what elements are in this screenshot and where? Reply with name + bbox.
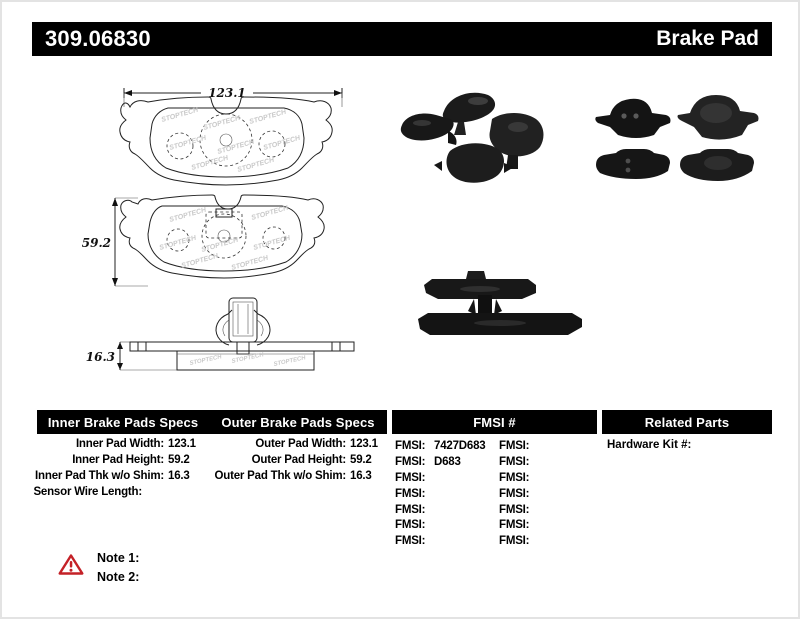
fmsi-row: FMSI:D683 <box>395 455 461 468</box>
svg-text:STOPTECH: STOPTECH <box>249 108 288 125</box>
fmsi-column-right: FMSI: FMSI: FMSI: FMSI: FMSI: FMSI: FMSI… <box>499 439 538 550</box>
spec-row: Sensor Wire Length: <box>33 486 142 498</box>
note-1-label: Note 1: <box>97 551 140 565</box>
spec-row: Inner Pad Height: 59.2 <box>72 454 190 466</box>
fmsi-row: FMSI: <box>395 503 426 516</box>
svg-text:STOPTECH: STOPTECH <box>159 234 198 251</box>
inner-specs-column: Inner Pad Width: 123.1 Inner Pad Height:… <box>30 436 208 500</box>
svg-text:STOPTECH: STOPTECH <box>203 114 242 131</box>
svg-text:STOPTECH: STOPTECH <box>263 134 302 151</box>
watermark-texture: STOPTECH STOPTECH STOPTECH STOPTECH STOP… <box>161 106 302 173</box>
backing-plate-edge <box>129 341 355 352</box>
fmsi-row: FMSI: <box>499 535 530 548</box>
pad-front-view-drawing: 123.1 STOPTECH STOPTECH STOPTECH STOPTEC… <box>119 86 343 186</box>
svg-text:STOPTECH: STOPTECH <box>169 206 208 223</box>
related-parts-column: Hardware Kit #: <box>607 439 691 451</box>
spec-row: Inner Pad Thk w/o Shim: 16.3 <box>35 470 190 482</box>
wear-sensor <box>215 297 271 355</box>
friction-material-edge: STOPTECH STOPTECH STOPTECH <box>176 350 315 371</box>
svg-text:STOPTECH: STOPTECH <box>201 236 240 253</box>
column-header-outer-specs: Outer Brake Pads Specs <box>209 410 387 434</box>
part-number: 309.06830 <box>45 26 151 51</box>
column-header-fmsi: FMSI # <box>392 410 597 434</box>
brake-pads-edge-photo <box>418 271 582 335</box>
outer-specs-column: Outer Pad Width: 123.1 Outer Pad Height:… <box>212 436 390 484</box>
spec-row: Outer Pad Width: 123.1 <box>255 438 378 450</box>
svg-text:STOPTECH: STOPTECH <box>217 138 256 155</box>
pad-edge-sensor-drawing: 16.3 STOPTECH STOPTECH STOPTECH <box>86 297 355 371</box>
svg-text:STOPTECH: STOPTECH <box>253 234 292 251</box>
warning-triangle-icon <box>58 554 84 575</box>
thickness-dimension: 16.3 <box>86 341 177 371</box>
fmsi-row: FMSI: <box>499 487 530 500</box>
fmsi-row: FMSI: <box>499 440 530 452</box>
brake-pads-photo-set <box>595 95 759 181</box>
note-2-label: Note 2: <box>97 570 140 584</box>
svg-text:STOPTECH: STOPTECH <box>181 252 220 269</box>
product-type-title: Brake Pad <box>656 27 759 50</box>
fmsi-row: FMSI: <box>499 519 530 532</box>
hardware-kit-label: Hardware Kit #: <box>607 439 692 451</box>
fmsi-row: FMSI:7427D683 <box>395 440 486 452</box>
spec-row: Outer Pad Thk w/o Shim: 16.3 <box>214 470 372 482</box>
svg-text:STOPTECH: STOPTECH <box>251 204 290 221</box>
spec-row: Inner Pad Width: 123.1 <box>75 438 196 450</box>
pad-outline <box>119 194 325 279</box>
dim-thickness-label: 16.3 <box>86 350 115 364</box>
height-dimension: 59.2 <box>82 197 148 287</box>
fmsi-row: FMSI: <box>499 503 530 516</box>
svg-text:STOPTECH: STOPTECH <box>273 355 307 368</box>
fmsi-row: FMSI: <box>499 471 530 484</box>
fmsi-row: FMSI: <box>395 487 426 500</box>
svg-text:STOPTECH: STOPTECH <box>189 354 223 367</box>
width-dimension: 123.1 <box>123 86 343 107</box>
column-header-inner-specs: Inner Brake Pads Specs <box>37 410 209 434</box>
fmsi-row: FMSI: <box>395 471 426 484</box>
svg-text:STOPTECH: STOPTECH <box>191 154 230 171</box>
dim-width-label: 123.1 <box>208 86 246 100</box>
svg-text:STOPTECH: STOPTECH <box>169 134 208 151</box>
svg-text:STOPTECH: STOPTECH <box>161 106 200 123</box>
brake-pads-photo-angled <box>400 92 544 183</box>
pad-outline <box>119 96 333 186</box>
fmsi-row: FMSI: <box>499 455 530 468</box>
fmsi-row: FMSI: <box>395 519 426 532</box>
spec-row: Outer Pad Height: 59.2 <box>251 454 372 466</box>
column-header-related-parts: Related Parts <box>602 410 772 434</box>
fmsi-column-left: FMSI:7427D683 FMSI:D683 FMSI: FMSI: FMSI… <box>395 439 486 550</box>
pad-height-view-drawing: 59.2 STOPTECH STOPTECH STOPTECH STOPTECH… <box>82 194 325 287</box>
dim-height-label: 59.2 <box>82 236 111 250</box>
title-bar: 309.06830 Brake Pad <box>32 22 772 56</box>
fmsi-row: FMSI: <box>395 535 426 548</box>
svg-text:STOPTECH: STOPTECH <box>237 156 276 173</box>
